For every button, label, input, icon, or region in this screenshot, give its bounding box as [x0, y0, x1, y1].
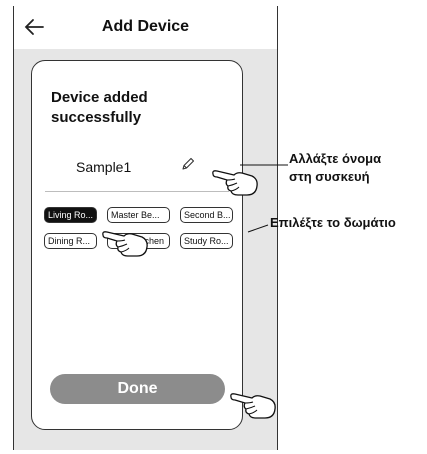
page-title: Add Device [101, 18, 190, 35]
room-chip-dining-room[interactable]: Dining R... [44, 233, 97, 249]
rename-callout-line-2: στη συσκευή [289, 169, 370, 184]
room-chip-second-bedroom[interactable]: Second B... [180, 207, 233, 223]
pointing-hand-icon [230, 393, 276, 419]
success-message: Device added successfully [51, 89, 148, 126]
rename-callout: Αλλάξτε όνομα στη συσκευή [289, 150, 381, 186]
app-header: Add Device [14, 6, 277, 49]
pencil-icon[interactable] [180, 156, 196, 172]
pointing-hand-icon [212, 170, 258, 196]
done-button[interactable]: Done [50, 374, 225, 404]
room-callout: Επιλέξτε το δωμάτιο [270, 215, 396, 230]
device-name-label: Sample1 [76, 159, 132, 175]
arrow-left-icon[interactable] [23, 17, 45, 37]
rename-callout-line-1: Αλλάξτε όνομα [289, 151, 382, 166]
divider [45, 191, 229, 192]
pointing-hand-icon [102, 231, 148, 257]
room-chip-master-bedroom[interactable]: Master Be... [107, 207, 170, 223]
room-chip-study-room[interactable]: Study Ro... [180, 233, 233, 249]
room-chip-living-room[interactable]: Living Ro... [44, 207, 97, 223]
